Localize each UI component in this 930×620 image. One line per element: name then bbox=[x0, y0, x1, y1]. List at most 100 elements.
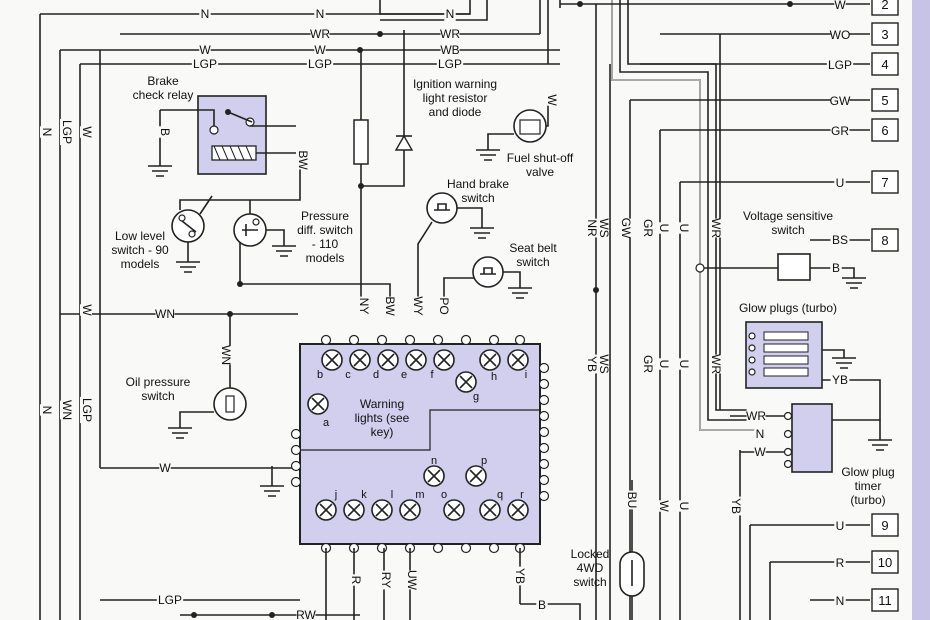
wire-label: U bbox=[657, 222, 671, 234]
lamp-letter: j bbox=[334, 489, 337, 501]
panel-pin bbox=[538, 410, 550, 422]
connector-box bbox=[871, 52, 899, 76]
svg-text:BW: BW bbox=[296, 150, 310, 170]
wire-label: LGP bbox=[80, 396, 94, 424]
lamp-letter: m bbox=[415, 489, 424, 501]
svg-text:Fuel shut-off: Fuel shut-off bbox=[507, 151, 574, 165]
svg-text:diff. switch: diff. switch bbox=[297, 223, 353, 237]
svg-text:Ignition warning: Ignition warning bbox=[413, 77, 497, 91]
svg-text:YB: YB bbox=[832, 373, 848, 387]
panel-pin bbox=[290, 444, 302, 456]
svg-text:2: 2 bbox=[881, 0, 888, 12]
wire-label: W bbox=[657, 500, 671, 512]
panel-pin bbox=[538, 394, 550, 406]
connector-box bbox=[871, 170, 899, 194]
svg-text:lights (see: lights (see bbox=[355, 411, 410, 425]
wire-label: LGP bbox=[156, 593, 184, 607]
wire-label: W bbox=[159, 461, 171, 475]
connector-wire-label: N bbox=[834, 594, 846, 608]
svg-text:r: r bbox=[520, 489, 524, 501]
wire-label: N bbox=[314, 7, 326, 21]
svg-text:WR: WR bbox=[709, 354, 723, 374]
panel-pin bbox=[376, 334, 388, 346]
wire-label: NY bbox=[357, 296, 371, 316]
svg-text:B: B bbox=[158, 128, 172, 136]
svg-text:U: U bbox=[677, 502, 691, 511]
wire-label: RW bbox=[296, 608, 317, 620]
svg-text:g: g bbox=[473, 391, 479, 403]
wire-label: W bbox=[80, 126, 94, 138]
lamp-letter: h bbox=[491, 371, 497, 383]
ground-icon bbox=[272, 245, 296, 257]
svg-text:W: W bbox=[657, 500, 671, 512]
wire-label: BW bbox=[296, 150, 310, 170]
svg-text:Glow plug: Glow plug bbox=[841, 465, 894, 479]
ground-icon bbox=[842, 277, 866, 289]
svg-text:11: 11 bbox=[878, 593, 892, 608]
connector-number: 2 bbox=[881, 0, 888, 12]
svg-text:U: U bbox=[657, 360, 671, 369]
svg-text:switch - 90: switch - 90 bbox=[111, 243, 169, 257]
svg-text:and diode: and diode bbox=[429, 105, 482, 119]
wire-label: PO bbox=[437, 296, 451, 316]
svg-text:U: U bbox=[836, 176, 845, 190]
svg-text:n: n bbox=[431, 455, 437, 467]
connector-number: 4 bbox=[881, 57, 888, 72]
svg-text:switch: switch bbox=[573, 575, 606, 589]
svg-text:W: W bbox=[199, 43, 211, 57]
panel-pin bbox=[404, 334, 416, 346]
oil-pressure-switch bbox=[60, 311, 298, 439]
svg-text:YB: YB bbox=[513, 568, 527, 584]
panel-pin bbox=[290, 476, 302, 488]
wire-label: WR bbox=[709, 218, 723, 238]
svg-text:WB: WB bbox=[440, 43, 459, 57]
fuel-shutoff-valve bbox=[476, 104, 549, 161]
svg-text:NR: NR bbox=[585, 219, 599, 237]
svg-text:R: R bbox=[349, 576, 363, 585]
svg-text:W: W bbox=[80, 126, 94, 138]
panel-pin bbox=[538, 426, 550, 438]
svg-text:GR: GR bbox=[831, 124, 849, 138]
ground-icon bbox=[470, 227, 494, 239]
ground-icon bbox=[508, 287, 532, 299]
warning-lamp bbox=[479, 499, 501, 521]
svg-text:c: c bbox=[345, 369, 351, 381]
svg-text:k: k bbox=[361, 489, 367, 501]
lamp-letter: a bbox=[323, 417, 330, 429]
svg-text:LGP: LGP bbox=[308, 57, 332, 71]
wire-label: WN bbox=[219, 345, 233, 365]
wire-label: N bbox=[444, 7, 456, 21]
wire-label: WY bbox=[411, 296, 425, 316]
svg-text:5: 5 bbox=[881, 93, 888, 108]
svg-text:WY: WY bbox=[411, 296, 425, 315]
svg-text:light resistor: light resistor bbox=[423, 91, 488, 105]
panel-pin bbox=[538, 474, 550, 486]
panel-pin bbox=[320, 334, 332, 346]
svg-text:W: W bbox=[545, 94, 559, 106]
wire-label: B bbox=[830, 261, 842, 275]
ground-icon bbox=[476, 149, 500, 161]
connector-box bbox=[871, 0, 899, 16]
svg-text:GW: GW bbox=[619, 218, 633, 239]
glow-plug-timer bbox=[730, 403, 892, 473]
svg-text:N: N bbox=[40, 406, 54, 415]
connector-wire-label: U bbox=[834, 519, 846, 533]
svg-text:j: j bbox=[334, 489, 337, 501]
svg-text:7: 7 bbox=[881, 175, 888, 190]
svg-text:q: q bbox=[497, 489, 503, 501]
svg-text:WR: WR bbox=[746, 409, 766, 423]
svg-text:WN: WN bbox=[60, 400, 74, 420]
svg-text:LGP: LGP bbox=[828, 58, 852, 72]
connector-number: 7 bbox=[881, 175, 888, 190]
svg-text:PO: PO bbox=[437, 297, 451, 314]
svg-text:4: 4 bbox=[881, 57, 888, 72]
panel-pin bbox=[290, 428, 302, 440]
warning-lamp bbox=[349, 349, 371, 371]
lamp-letter: e bbox=[401, 369, 407, 381]
